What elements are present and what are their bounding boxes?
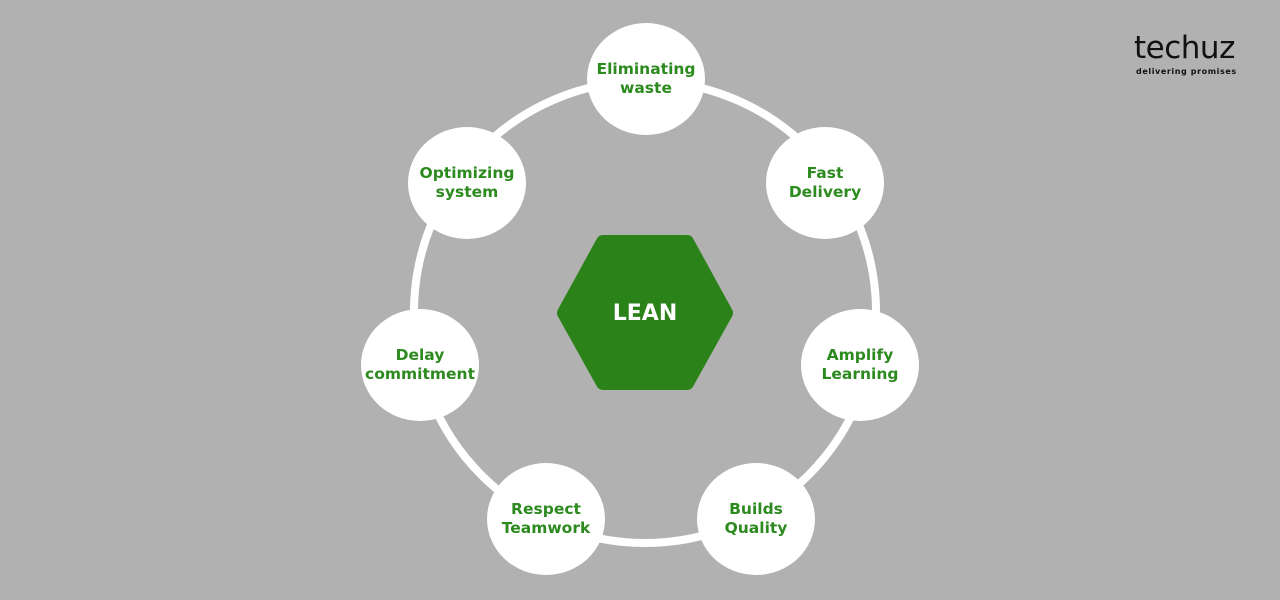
node-label: Amplify Learning: [821, 346, 899, 383]
node-delay-commitment: Delay commitment: [361, 309, 479, 421]
node-label: Eliminating waste: [596, 60, 696, 97]
node-optimizing-system: Optimizing system: [408, 127, 526, 239]
node-amplify-learning: Amplify Learning: [801, 309, 919, 421]
logo-wordmark: techuz: [1134, 30, 1235, 66]
lean-label: LEAN: [613, 301, 678, 326]
node-label: Optimizing system: [419, 164, 515, 201]
node-respect-teamwork: Respect Teamwork: [487, 463, 605, 575]
logo-tagline: delivering promises: [1136, 67, 1237, 76]
node-builds-quality: Builds Quality: [697, 463, 815, 575]
lean-hexagon: [557, 235, 733, 390]
node-fast-delivery: Fast Delivery: [766, 127, 884, 239]
node-label: Delay commitment: [365, 346, 475, 383]
techuz-logo: techuz delivering promises: [1120, 28, 1260, 84]
node-eliminating-waste: Eliminating waste: [587, 23, 705, 135]
node-label: Fast Delivery: [788, 164, 862, 201]
node-label: Builds Quality: [724, 500, 788, 537]
node-label: Respect Teamwork: [501, 500, 591, 537]
